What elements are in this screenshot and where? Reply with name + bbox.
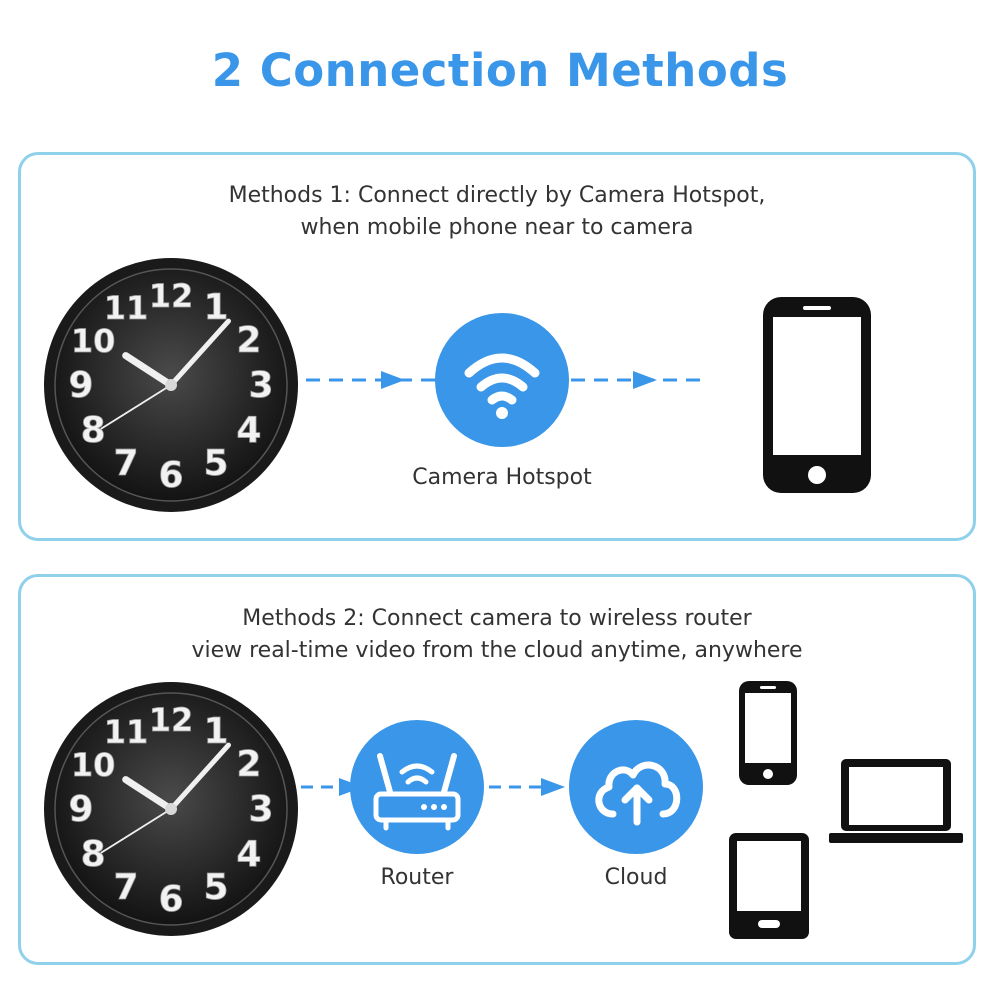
clock-numeral: 12 [149, 277, 194, 315]
method2-line1: Methods 2: Connect camera to wireless ro… [242, 606, 752, 631]
method2-description: Methods 2: Connect camera to wireless ro… [21, 603, 973, 667]
clock-numeral: 11 [104, 289, 149, 327]
clock-numeral: 3 [248, 789, 273, 830]
clock-numeral: 12 [149, 701, 194, 739]
smartphone-icon [763, 297, 871, 493]
router-icon [373, 753, 461, 831]
method1-panel: Methods 1: Connect directly by Camera Ho… [18, 152, 976, 541]
clock-numeral: 1 [203, 711, 228, 752]
clock-numeral: 8 [81, 410, 106, 451]
arrow-to-cloud [489, 778, 565, 796]
clock-numeral: 4 [236, 834, 261, 875]
clock-numeral: 11 [104, 713, 149, 751]
hotspot-circle [435, 313, 569, 447]
clock-second-hand [100, 384, 172, 430]
method2-line2: view real-time video from the cloud anyt… [191, 638, 803, 663]
method1-line2: when mobile phone near to camera [300, 215, 694, 240]
clock-numeral: 6 [158, 879, 183, 920]
clock-numeral: 4 [236, 410, 261, 451]
method1-line1: Methods 1: Connect directly by Camera Ho… [228, 183, 766, 208]
clock-numeral: 9 [68, 365, 93, 406]
clock-hour-hand [122, 352, 175, 389]
clock-numeral: 6 [158, 455, 183, 496]
clock-minute-hand [168, 318, 231, 388]
clock-center [165, 803, 177, 815]
clock-numeral: 10 [71, 322, 116, 360]
cloud-circle [569, 720, 703, 854]
hotspot-label: Camera Hotspot [412, 465, 592, 490]
clock-numeral: 7 [113, 867, 138, 908]
method1-description: Methods 1: Connect directly by Camera Ho… [21, 180, 973, 244]
page-title: 2 Connection Methods [211, 44, 789, 97]
clock-numeral: 7 [113, 443, 138, 484]
cloud-label: Cloud [604, 865, 668, 890]
clock-numeral: 8 [81, 834, 106, 875]
clock-center [165, 379, 177, 391]
method2-panel: Methods 2: Connect camera to wireless ro… [18, 574, 976, 965]
wifi-icon [464, 353, 540, 419]
clock-numeral: 2 [236, 744, 261, 785]
laptop-icon [829, 759, 963, 843]
clock-numeral: 10 [71, 746, 116, 784]
smartphone-icon [739, 681, 797, 785]
clock-numeral: 5 [203, 443, 228, 484]
clock-numeral: 9 [68, 789, 93, 830]
clock-hour-hand [122, 776, 175, 813]
router-circle [350, 720, 484, 854]
clock-numeral: 2 [236, 320, 261, 361]
method1-connection-arrows [306, 371, 701, 389]
clock-numeral: 5 [203, 867, 228, 908]
clock-second-hand [100, 808, 172, 854]
router-label: Router [380, 865, 454, 890]
clock-numeral: 1 [203, 287, 228, 328]
cloud-upload-icon [595, 761, 681, 826]
clock-numeral: 3 [248, 365, 273, 406]
tablet-icon [729, 833, 809, 939]
clock-minute-hand [168, 742, 231, 812]
